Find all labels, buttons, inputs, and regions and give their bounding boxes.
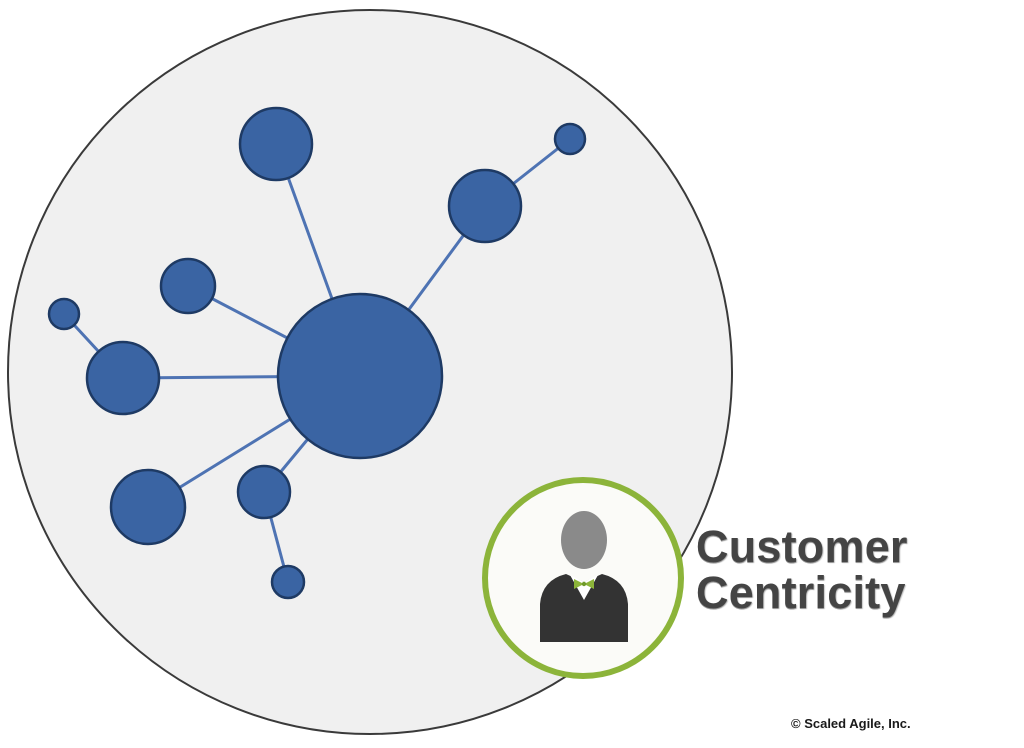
network-node bbox=[85, 340, 161, 416]
network-node bbox=[447, 168, 523, 244]
network-node bbox=[238, 106, 314, 182]
network-node bbox=[159, 257, 217, 315]
network-nodes bbox=[47, 106, 587, 600]
network-hub-node bbox=[276, 292, 444, 460]
network-node bbox=[270, 564, 306, 600]
badge-ring bbox=[482, 477, 684, 679]
network-node bbox=[553, 122, 587, 156]
network-node bbox=[109, 468, 187, 546]
slide-title: Customer Centricity bbox=[696, 524, 1016, 616]
copyright-notice: © Scaled Agile, Inc. bbox=[791, 716, 911, 731]
title-line-1: Customer bbox=[696, 521, 908, 572]
customer-badge bbox=[482, 477, 684, 679]
title-line-2: Centricity bbox=[696, 567, 906, 618]
customer-person-icon bbox=[540, 511, 628, 642]
network-node bbox=[236, 464, 292, 520]
network-node bbox=[47, 297, 81, 331]
